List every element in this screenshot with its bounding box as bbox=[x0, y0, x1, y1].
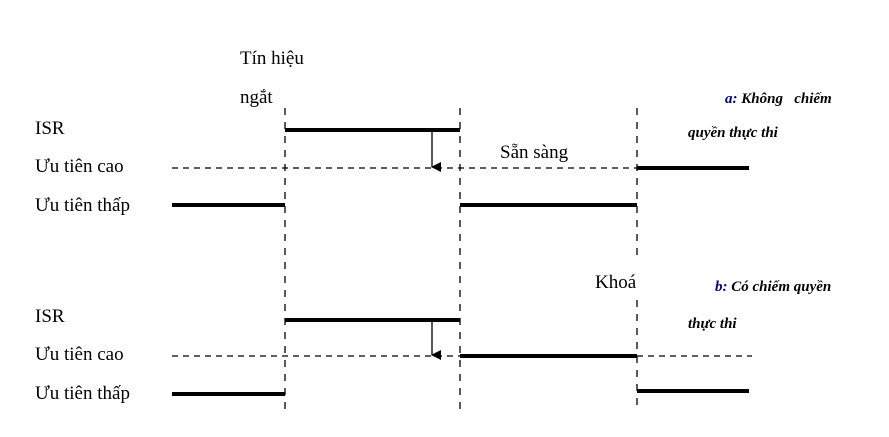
caption-a-prefix: a: bbox=[725, 91, 738, 107]
lock-label: Khoá bbox=[595, 272, 637, 293]
interrupt-signal-label: Tín hiệu bbox=[240, 48, 304, 69]
caption-a-text: Không chiếm bbox=[740, 91, 831, 107]
caption-b-line2: thực thi bbox=[688, 316, 737, 332]
caption-a-line2: quyền thực thi bbox=[688, 125, 779, 141]
diagram-b: ISR Ưu tiên cao Ưu tiên thấp Khoá b: Có … bbox=[35, 272, 831, 404]
row-label-high-priority: Ưu tiên cao bbox=[35, 156, 124, 177]
row-label-isr: ISR bbox=[35, 306, 65, 327]
row-label-low-priority: Ưu tiên thấp bbox=[35, 195, 130, 216]
row-label-isr: ISR bbox=[35, 118, 65, 139]
row-label-low-priority: Ưu tiên thấp bbox=[35, 383, 130, 404]
caption-b-line1: b: Có chiếm quyền bbox=[715, 279, 831, 295]
ready-label: Sẵn sàng bbox=[500, 142, 569, 163]
row-label-high-priority: Ưu tiên cao bbox=[35, 344, 124, 365]
diagram-a: ISR Ưu tiên cao Ưu tiên thấp Sẵn sàng a:… bbox=[35, 91, 832, 216]
caption-a-line1: a: Không chiếm bbox=[725, 91, 832, 107]
interrupt-signal-label-2: ngắt bbox=[240, 87, 273, 108]
caption-b-prefix: b: bbox=[715, 279, 728, 295]
caption-b-text: Có chiếm quyền bbox=[731, 279, 831, 295]
